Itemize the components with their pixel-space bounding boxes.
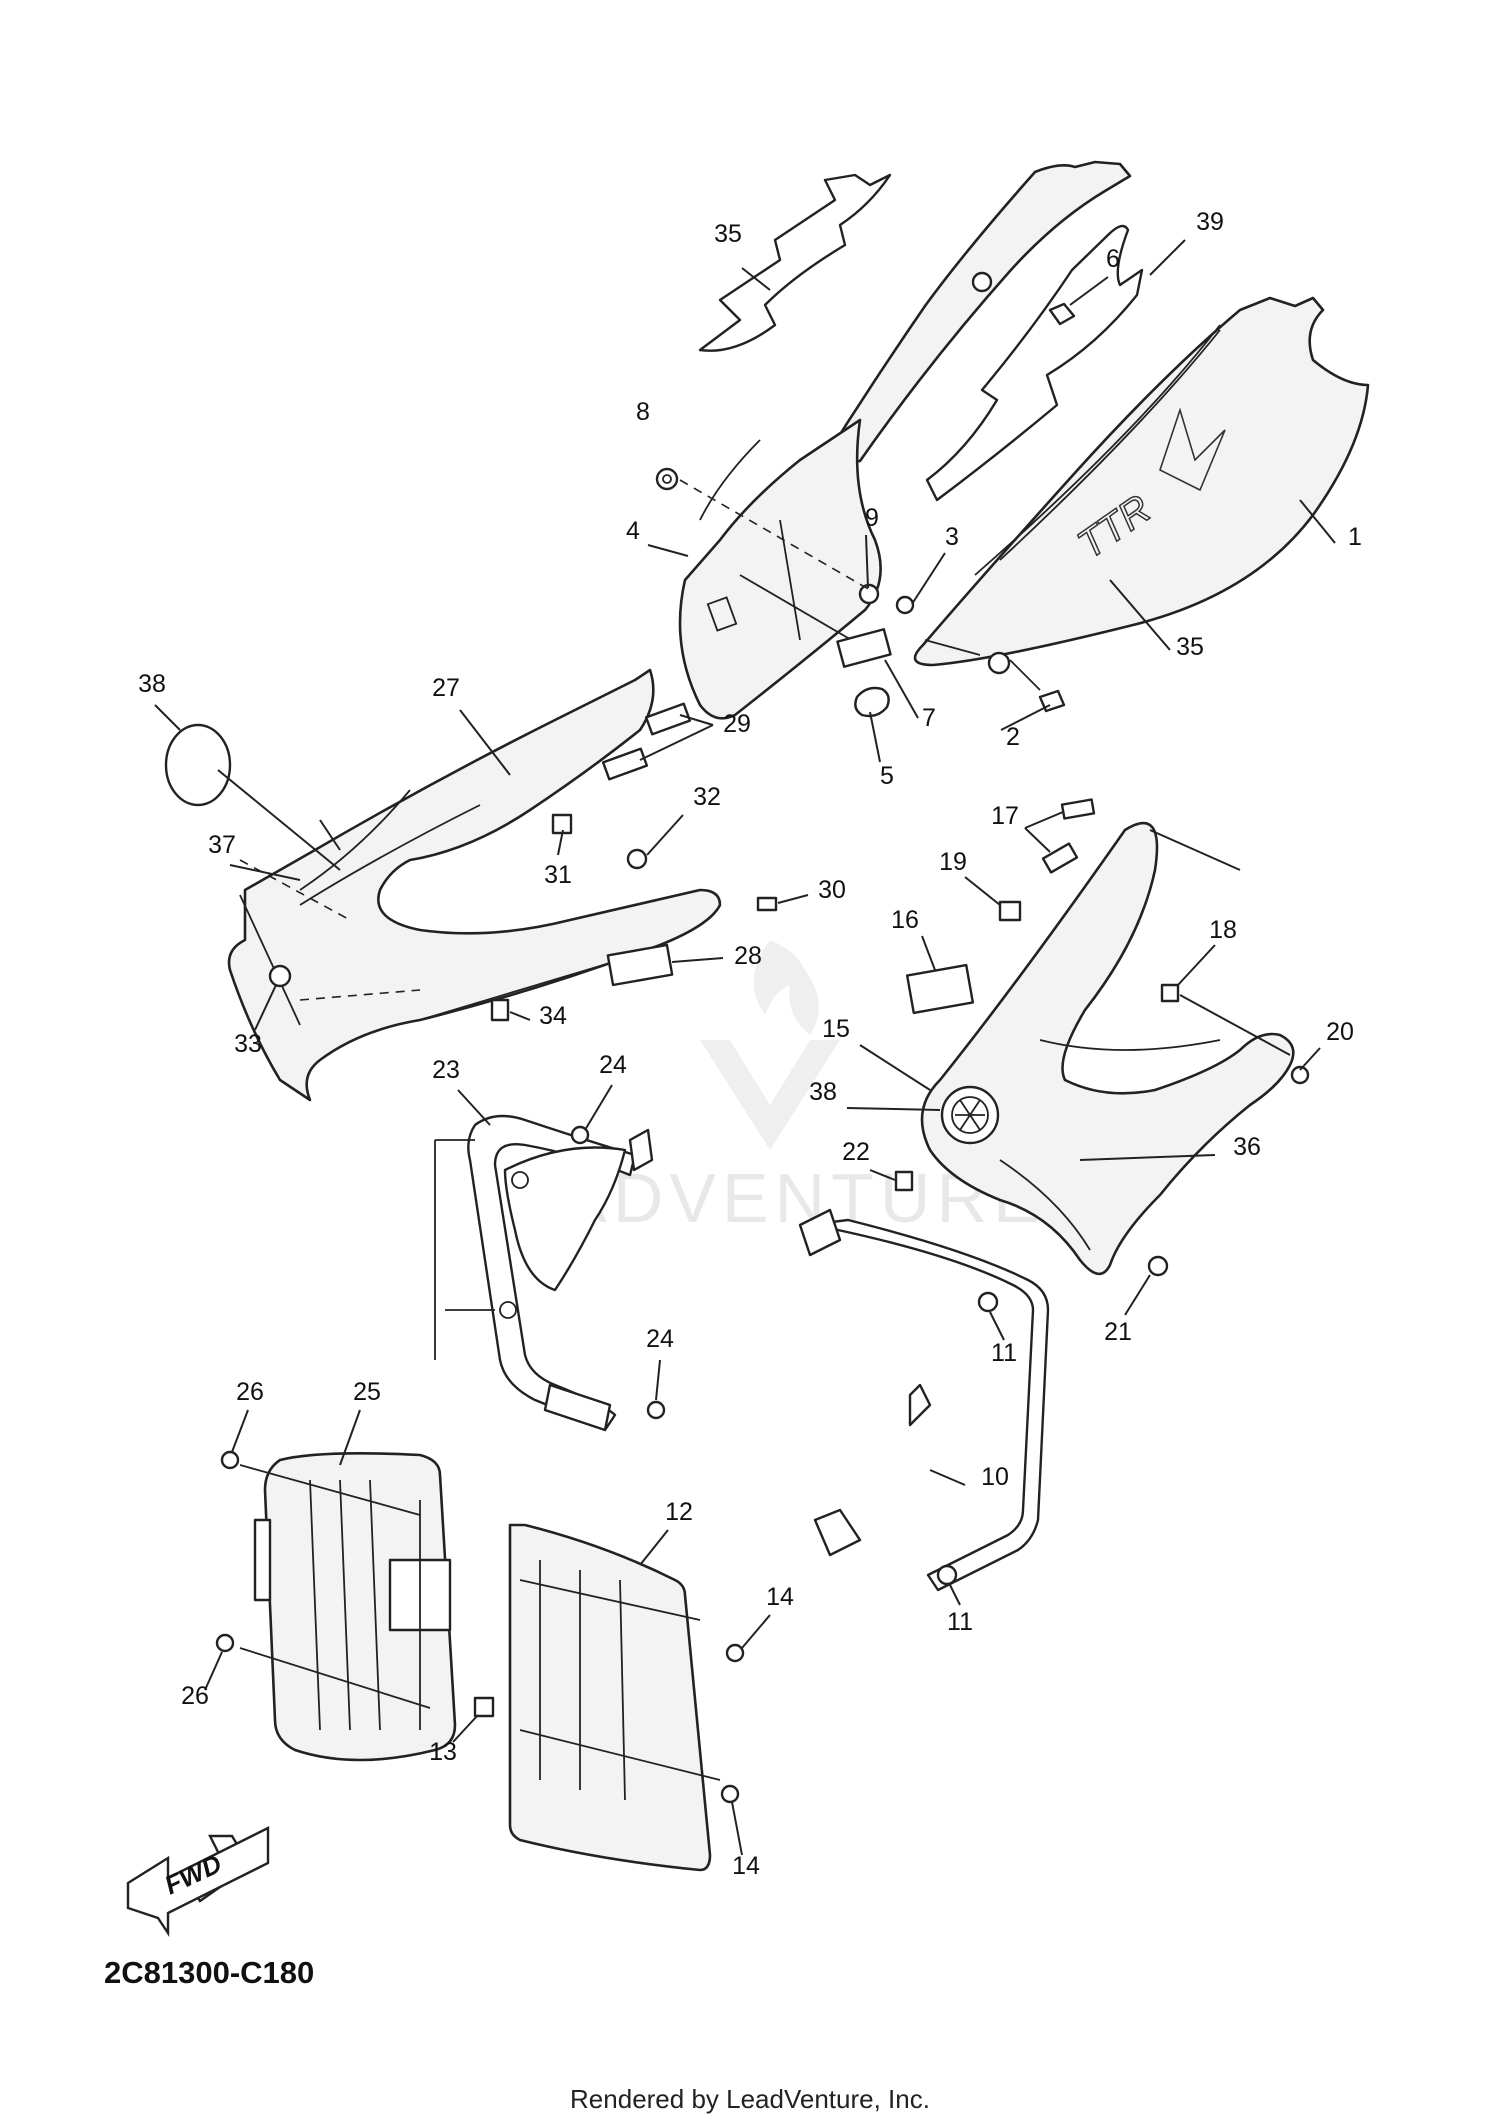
callout-c24b: 24	[646, 1325, 674, 1353]
callout-c22: 22	[842, 1138, 870, 1166]
callout-c1: 1	[1348, 523, 1362, 551]
callout-c17: 17	[991, 802, 1019, 830]
leaders-bracket	[434, 1084, 661, 1401]
leaders-right-middle	[846, 811, 1321, 1316]
decal-39	[925, 224, 1144, 502]
callout-c24a: 24	[599, 1051, 627, 1079]
callout-c38a: 38	[138, 670, 166, 698]
callout-c11a: 11	[991, 1339, 1017, 1367]
render-credit: Rendered by LeadVenture, Inc.	[570, 2084, 930, 2114]
callout-c12: 12	[665, 1498, 693, 1526]
callout-c35b: 35	[1176, 633, 1204, 661]
leaders-top	[647, 239, 1336, 763]
callout-c36: 36	[1233, 1133, 1261, 1161]
callout-c5: 5	[880, 762, 894, 790]
callout-c27: 27	[432, 674, 460, 702]
emblem-38-left	[164, 723, 232, 807]
leaders-left	[154, 704, 809, 1031]
callout-c20: 20	[1326, 1018, 1354, 1046]
callout-c14b: 14	[732, 1852, 760, 1880]
callout-c8: 8	[636, 398, 650, 426]
diagram-code: 2C81300-C180	[104, 1955, 315, 1990]
callout-c21: 21	[1104, 1318, 1132, 1346]
callout-c34: 34	[539, 1002, 567, 1030]
callout-c10: 10	[981, 1463, 1009, 1491]
callout-c30: 30	[818, 876, 846, 904]
leaders-radiator-12	[452, 1529, 771, 1856]
callout-c16: 16	[891, 906, 919, 934]
fwd-arrow: FWD	[126, 1826, 270, 1937]
callout-c29: 29	[723, 710, 751, 738]
hardware-left	[268, 702, 778, 1022]
callout-c32: 32	[693, 783, 721, 811]
callout-c18: 18	[1209, 916, 1237, 944]
callout-c26b: 26	[181, 1682, 209, 1710]
callout-c23: 23	[432, 1056, 460, 1084]
radiator-guard-12	[473, 1523, 745, 1872]
callout-c4: 4	[626, 517, 640, 545]
callout-c26a: 26	[236, 1378, 264, 1406]
leaders-bracket-10	[929, 1311, 1005, 1606]
callout-c37: 37	[208, 831, 236, 859]
callout-c15: 15	[822, 1015, 850, 1043]
callout-c33: 33	[234, 1030, 262, 1058]
callout-c11b: 11	[947, 1608, 973, 1636]
shroud-15	[920, 821, 1295, 1276]
side-cover-1: TTR	[913, 296, 1370, 667]
callout-c7: 7	[922, 704, 936, 732]
decal-35-top	[698, 173, 892, 352]
callout-c2: 2	[1006, 723, 1020, 751]
callout-c31: 31	[544, 861, 572, 889]
callout-c3: 3	[945, 523, 959, 551]
callout-c28: 28	[734, 942, 762, 970]
shroud-27	[227, 668, 722, 1102]
leaders-radiator-25	[204, 1409, 361, 1691]
bracket-23	[467, 1114, 666, 1432]
radiator-guard-25	[215, 1450, 457, 1762]
callout-c25: 25	[353, 1378, 381, 1406]
callout-c6: 6	[1106, 245, 1120, 273]
side-cover-4	[678, 160, 1132, 720]
callout-c9: 9	[865, 504, 879, 532]
callout-c13: 13	[429, 1738, 457, 1766]
bracket-10	[798, 1208, 1050, 1592]
callout-c14a: 14	[766, 1583, 794, 1611]
callout-c39: 39	[1196, 208, 1224, 236]
hardware-top	[655, 271, 1076, 718]
callout-c38b: 38	[809, 1078, 837, 1106]
callout-c35a: 35	[714, 220, 742, 248]
callout-c19: 19	[939, 848, 967, 876]
hardware-right-middle	[894, 798, 1310, 1277]
